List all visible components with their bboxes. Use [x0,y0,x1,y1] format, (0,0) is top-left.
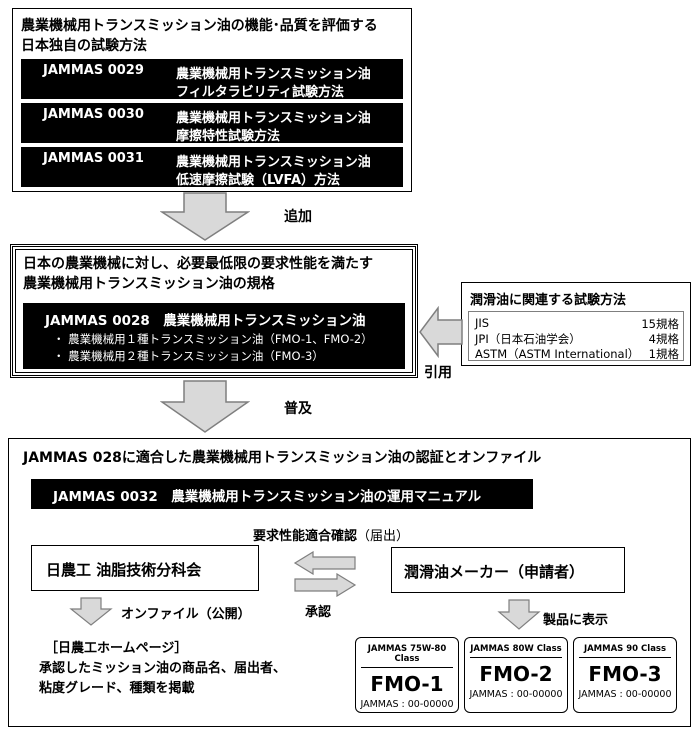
lubricant-row-count: 4規格 [648,332,679,346]
test-methods-title-2: 日本独自の試験方法 [21,38,147,54]
method-line2: 低速摩擦試験（LVFA）方法 [176,173,341,188]
lubricant-maker-node-label: 潤滑油メーカー（申請者） [404,563,585,581]
nichinoko-node-label: 日農工 油脂技術分科会 [46,561,202,579]
card-number: JAMMAS : 00-00000 [578,689,672,700]
lubricant-row-name: JPI（日本石油学会） [475,332,581,346]
confirm-label: 要求性能適合確認（届出） [253,525,409,544]
method-code: JAMMAS 0029 [43,63,144,78]
standard-name: JAMMAS 0028 農業機械用トランスミッション油 [45,313,366,329]
manual-jammas-0032: JAMMAS 0032 農業機械用トランスミッション油の運用マニュアル [31,479,533,509]
card-number: JAMMAS : 00-00000 [360,699,454,710]
confirm-label-bold: 要求性能適合確認 [253,529,358,544]
product-label-card: JAMMAS 75W-80 Class FMO-1 JAMMAS : 00-00… [355,637,459,713]
method-code: JAMMAS 0030 [43,107,144,122]
lubricant-test-methods-box: 潤滑油に関連する試験方法 JIS 15規格 JPI（日本石油学会） 4規格 AS… [461,282,691,366]
card-number: JAMMAS : 00-00000 [469,689,563,700]
homepage-title: ［日農工ホームページ］ [45,641,188,656]
card-fmo: FMO-1 [370,672,444,696]
homepage-line-1: 承認したミッション油の商品名、届出者、 [39,661,287,676]
standard-item-2: ・ 農業機械用２種トランスミッション油（FMO-3） [53,349,324,363]
lubricant-row-name: ASTM（ASTM International） [475,347,640,361]
arrow-label-add: 追加 [284,209,312,225]
lubricant-row-count: 1規格 [648,347,679,361]
approve-label: 承認 [305,605,332,620]
arrow-right-icon [294,573,357,597]
arrow-left-icon [419,306,463,358]
method-line2: フィルタラビリティ試験方法 [176,85,344,100]
test-methods-box: 農業機械用トランスミッション油の機能･品質を評価する 日本独自の試験方法 JAM… [12,8,412,192]
product-label-card: JAMMAS 80W Class FMO-2 JAMMAS : 00-00000 [464,637,568,713]
method-line2: 摩擦特性試験方法 [176,129,281,144]
arrow-down-icon [160,192,250,241]
card-class: JAMMAS 75W-80 Class [361,644,453,668]
method-code: JAMMAS 0031 [43,151,144,166]
arrow-label-cite: 引用 [424,365,452,381]
card-fmo: FMO-2 [479,662,553,686]
product-label-card: JAMMAS 90 Class FMO-3 JAMMAS : 00-00000 [573,637,677,713]
method-line1: 農業機械用トランスミッション油 [176,111,371,126]
arrow-down-icon [160,380,250,433]
method-jammas-0029: JAMMAS 0029 農業機械用トランスミッション油 フィルタラビリティ試験方… [21,59,403,100]
standard-title-1: 日本の農業機械に対し、必要最低限の要求性能を満たす [23,256,373,272]
arrow-down-icon [69,597,113,626]
arrow-down-icon [497,599,541,630]
method-line1: 農業機械用トランスミッション油 [176,155,371,170]
homepage-line-2: 粘度グレード、種類を掲載 [39,681,195,696]
certification-title: JAMMAS 028に適合した農業機械用トランスミッション油の認証とオンファイル [23,450,542,466]
standard-box: 日本の農業機械に対し、必要最低限の要求性能を満たす 農業機械用トランスミッション… [10,244,418,378]
standard-jammas-0028: JAMMAS 0028 農業機械用トランスミッション油 ・ 農業機械用１種トラン… [23,303,405,369]
method-jammas-0031: JAMMAS 0031 農業機械用トランスミッション油 低速摩擦試験（LVFA）… [21,147,403,188]
certification-box: JAMMAS 028に適合した農業機械用トランスミッション油の認証とオンファイル… [8,438,691,727]
arrow-label-spread: 普及 [284,401,312,417]
standard-item-1: ・ 農業機械用１種トランスミッション油（FMO-1、FMO-2） [53,332,373,346]
nichinoko-node: 日農工 油脂技術分科会 [31,545,259,591]
method-line1: 農業機械用トランスミッション油 [176,67,371,82]
arrow-left-icon [293,551,356,575]
standard-title-2: 農業機械用トランスミッション油の規格 [23,276,275,292]
confirm-label-rest: （届出） [357,529,410,544]
display-label: 製品に表示 [543,613,609,628]
onfile-label: オンファイル（公開） [121,607,251,622]
test-methods-title-1: 農業機械用トランスミッション油の機能･品質を評価する [21,18,378,34]
lubricant-maker-node: 潤滑油メーカー（申請者） [391,547,625,593]
card-class: JAMMAS 80W Class [470,644,562,658]
method-jammas-0030: JAMMAS 0030 農業機械用トランスミッション油 摩擦特性試験方法 [21,103,403,144]
lubricant-row-count: 15規格 [641,317,679,331]
lubricant-box-table: JIS 15規格 JPI（日本石油学会） 4規格 ASTM（ASTM Inter… [468,311,684,361]
lubricant-row-name: JIS [475,316,490,330]
card-class: JAMMAS 90 Class [579,644,671,658]
lubricant-box-title: 潤滑油に関連する試験方法 [470,293,627,308]
card-fmo: FMO-3 [588,662,662,686]
manual-name: JAMMAS 0032 農業機械用トランスミッション油の運用マニュアル [53,489,482,505]
